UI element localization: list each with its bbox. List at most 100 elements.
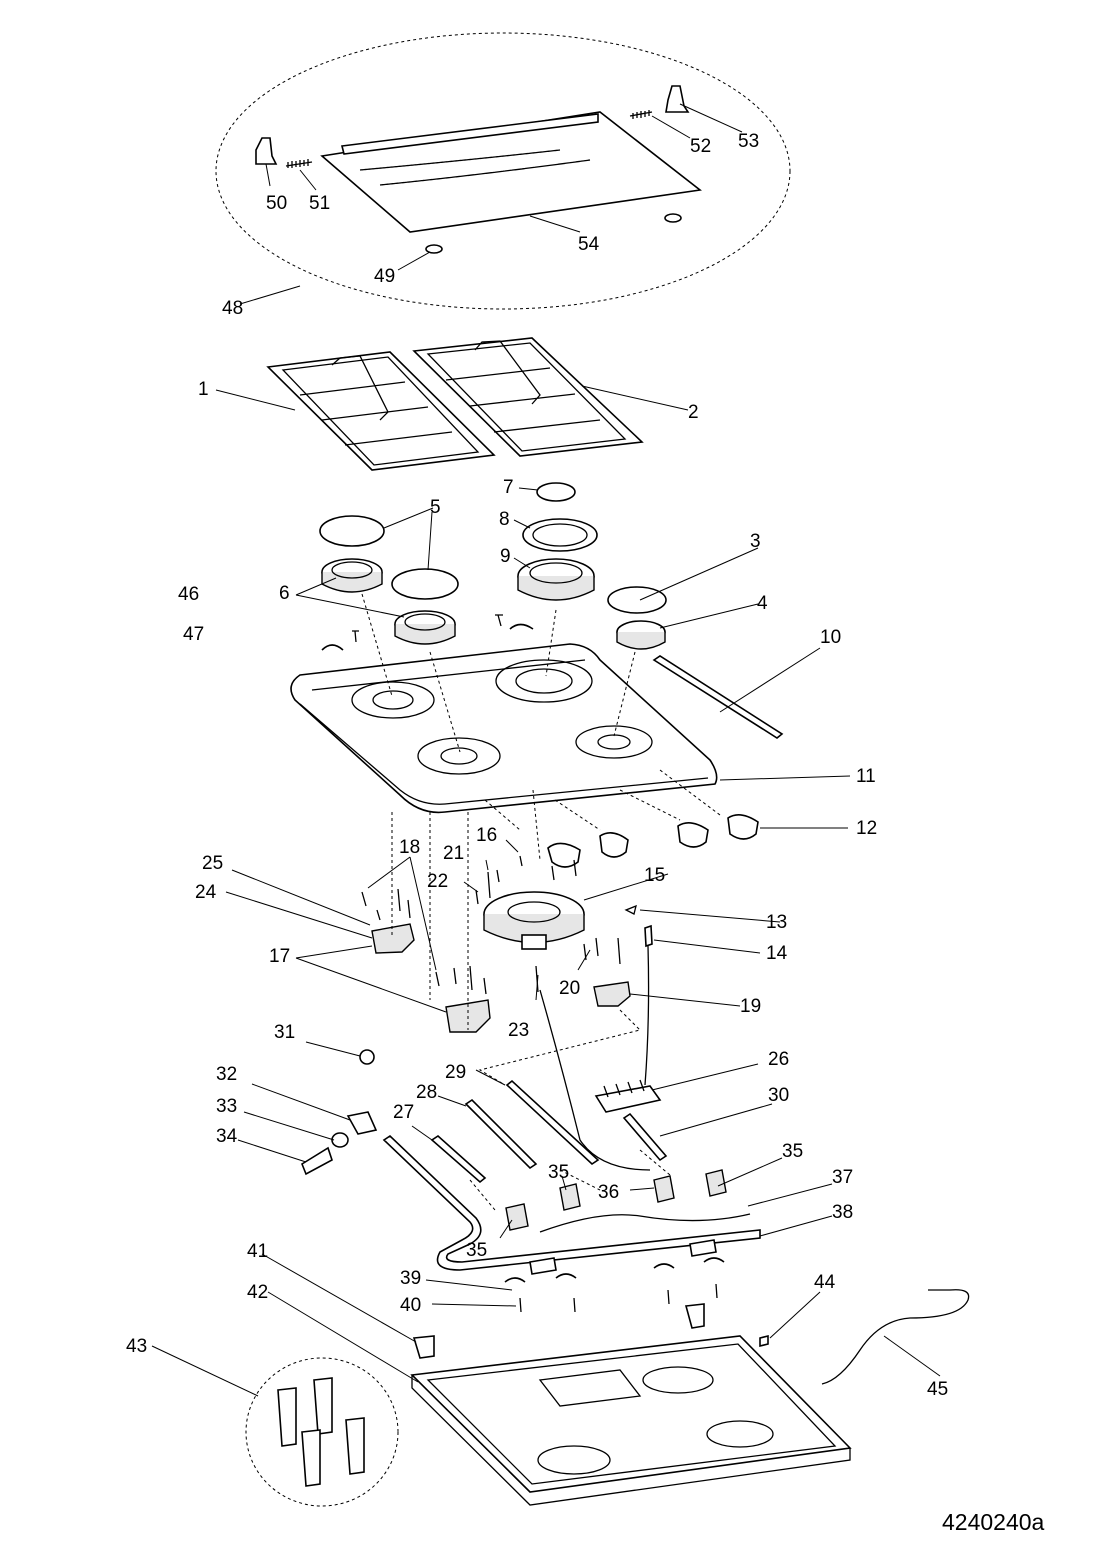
fastener-44 [759,1334,769,1348]
callout-34: 34 [216,1126,238,1147]
callout-11: 11 [856,766,876,787]
power-cable-45 [821,1289,970,1385]
bracket-41-right [684,1303,705,1329]
callout-18: 18 [399,837,420,858]
callout-6: 6 [279,583,290,604]
callout-12: 12 [856,818,877,839]
burner-right [607,586,667,650]
callout-27: 27 [393,1102,414,1123]
document-code: 4240240a [942,1509,1045,1535]
callout-30: 30 [768,1085,789,1106]
callout-44: 44 [814,1272,836,1293]
callout-48: 48 [222,298,243,319]
burner-triple-ring [517,482,598,601]
hinge-left [255,137,278,165]
callout-3: 3 [750,531,761,552]
callout-14: 14 [766,943,788,964]
lid-buffer-left [425,244,443,254]
lid-buffer-right [664,213,682,223]
bracket-41-left [412,1335,435,1359]
knob-4 [727,814,759,840]
callout-25: 25 [202,853,223,874]
callout-20: 20 [559,978,580,999]
clip-47 [321,644,344,651]
screw-46 [352,630,359,643]
callout-8: 8 [499,509,510,530]
washer-33 [331,1132,349,1148]
callout-10: 10 [820,627,841,648]
callout-28: 28 [416,1082,437,1103]
callout-17: 17 [269,946,290,967]
callout-16: 16 [476,825,497,846]
callout-26: 26 [768,1049,789,1070]
callout-36: 36 [598,1182,619,1203]
callout-47: 47 [183,624,204,645]
pan-support-right [412,337,644,457]
callout-29: 29 [445,1062,466,1083]
glass-lid-reflection [359,149,591,186]
callout-37: 37 [832,1167,853,1188]
callout-9: 9 [500,546,511,567]
feet-group-43 [245,1357,399,1507]
knob-2 [599,832,629,858]
burner-body-24 [371,923,415,954]
callout-35: 35 [782,1141,803,1162]
callout-39: 39 [400,1268,421,1289]
gas-rail-38 [382,1134,761,1271]
main-burner-body [483,891,585,950]
rail-clamp-left [529,1257,557,1275]
hinge-spring-left [285,159,313,168]
callout-2: 2 [688,402,699,423]
callout-35-c: 35 [466,1240,487,1261]
burner-body-19 [593,981,631,1007]
seal-strip-10 [652,655,784,739]
callout-41: 41 [247,1241,268,1262]
gas-valves [505,1169,727,1231]
callout-49: 49 [374,266,395,287]
gas-pipe-27 [430,1134,487,1184]
callout-23: 23 [508,1020,529,1041]
rail-clamp-right [689,1239,717,1257]
burner-left-front [391,568,459,645]
callout-13: 13 [766,912,787,933]
elbow-32 [346,1111,378,1135]
callout-33: 33 [216,1096,237,1117]
lid-group-outline [215,32,791,310]
callout-53: 53 [738,131,759,152]
burner-cap-right [607,586,667,614]
callout-38: 38 [832,1202,853,1223]
screws-40 [519,1283,718,1313]
callout-46: 46 [178,584,199,605]
ignition-generator [594,1079,662,1113]
callout-32: 32 [216,1064,237,1085]
glass-lid-hinge-strip [341,113,599,155]
callout-1: 1 [198,379,209,400]
gas-pipe-28 [464,1098,538,1170]
callout-51: 51 [309,193,330,214]
callout-40: 40 [400,1295,421,1316]
hinge-right [665,85,690,113]
assembly-guides [361,593,721,1211]
callout-31: 31 [274,1022,295,1043]
callout-7: 7 [503,477,514,498]
gas-pipe-30 [622,1112,668,1162]
burner-cap-left-rear [319,515,385,547]
callout-labels: 1 2 3 4 5 6 7 8 9 10 11 12 13 14 15 16 1… [126,131,948,1400]
bottom-tray-42 [410,1335,852,1506]
leader-lines [151,103,941,1397]
igniter-electrode-14 [644,924,653,948]
gas-pipe-29 [505,1079,600,1166]
callout-22: 22 [427,871,448,892]
small-gasket-31 [359,1049,375,1065]
callout-50: 50 [266,193,287,214]
callout-35-b: 35 [548,1162,569,1183]
knob-1 [547,842,581,868]
igniter-clip-13 [624,904,637,915]
callout-19: 19 [740,996,761,1017]
callout-4: 4 [757,593,768,614]
ignition-wire [539,945,651,1171]
connector-34 [301,1146,333,1176]
callout-21: 21 [443,843,464,864]
callout-54: 54 [578,234,600,255]
